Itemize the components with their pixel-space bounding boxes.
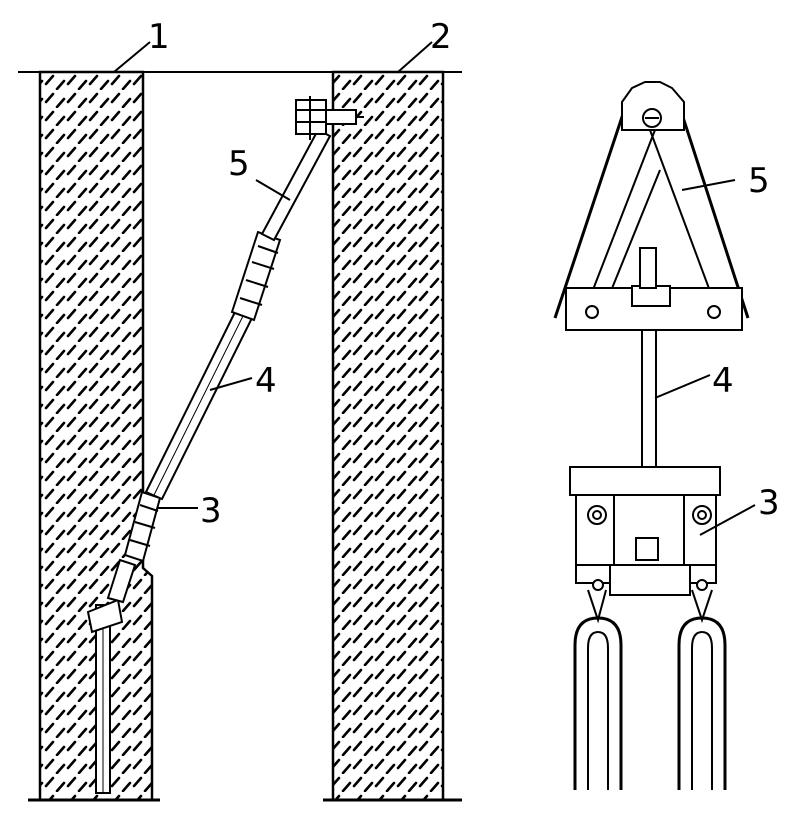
front-view-hooks [573, 589, 727, 790]
embedded-anchor-bolt [86, 598, 124, 794]
right-wall [331, 70, 445, 802]
leader-5-front [681, 179, 736, 191]
front-view-bracket [553, 81, 750, 331]
label-1: 1 [148, 17, 170, 57]
label-3-front: 3 [758, 483, 780, 523]
leader-3-front [699, 504, 756, 536]
leader-4-front [654, 374, 711, 399]
leader-2 [397, 41, 433, 73]
label-4-front: 4 [712, 361, 734, 401]
label-5-front: 5 [748, 161, 770, 201]
label-5-side: 5 [228, 144, 250, 184]
leader-5-side [255, 179, 291, 201]
label-4-side: 4 [255, 361, 277, 401]
leader-1 [113, 41, 151, 73]
leader-4-side [209, 377, 253, 391]
front-view-clamp [569, 466, 721, 596]
label-3-side: 3 [200, 491, 222, 531]
side-view-tie-rod [106, 96, 364, 604]
label-2: 2 [430, 17, 452, 57]
